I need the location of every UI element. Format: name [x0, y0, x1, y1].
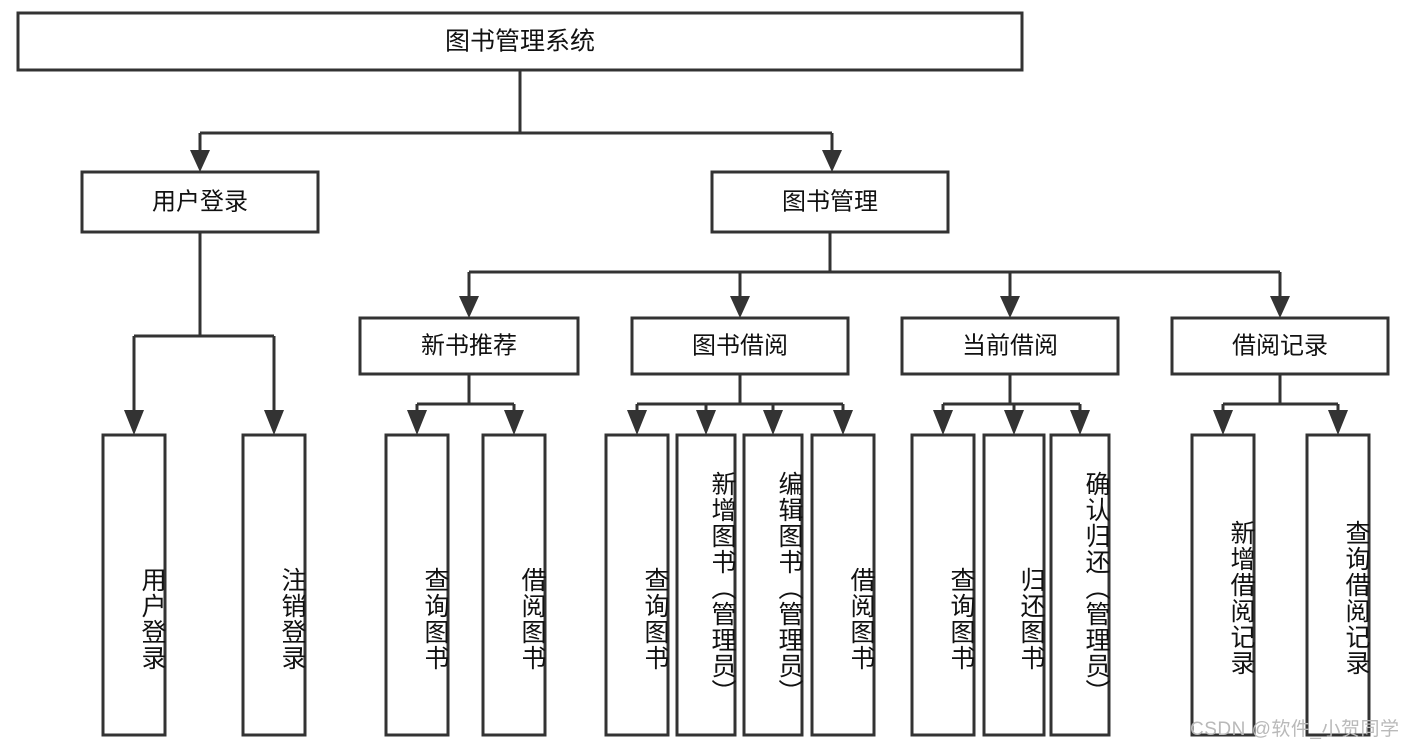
leaf-return-book-box[interactable]: [982, 433, 1046, 737]
arrow-to-book-borrow: [730, 296, 750, 318]
arrow-to-leaf-return-book: [1004, 410, 1024, 435]
node-borrow-record-label: 借阅记录: [1232, 332, 1328, 359]
connector-borrowrecord-spine: [1221, 374, 1340, 415]
connector-bookborrow-spine: [635, 374, 845, 415]
arrow-to-book-manage: [822, 150, 842, 172]
leaf-borrow-book-2-box[interactable]: [810, 433, 876, 737]
leaf-query-record-box[interactable]: [1305, 433, 1371, 737]
connector-root-spine: [198, 70, 834, 155]
node-root-box[interactable]: [16, 11, 1024, 72]
node-root-label: 图书管理系统: [445, 28, 595, 56]
leaf-box-layer: [101, 433, 1371, 737]
leaf-user-login-box[interactable]: [101, 433, 167, 737]
node-user-login[interactable]: 用户登录: [80, 170, 320, 234]
connector-userlogin-spine: [132, 232, 276, 415]
node-user-login-label: 用户登录: [152, 188, 248, 215]
leaf-confirm-return-box[interactable]: [1049, 433, 1111, 737]
node-new-book-rec-label: 新书推荐: [421, 332, 517, 359]
node-book-borrow-label: 图书借阅: [692, 332, 788, 359]
leaf-add-record-box[interactable]: [1190, 433, 1256, 737]
leaf-query-book-1-box[interactable]: [384, 433, 450, 737]
csdn-watermark: CSDN @软件_小贺同学: [1190, 719, 1400, 740]
node-book-manage-box[interactable]: [710, 170, 950, 234]
node-new-book-rec[interactable]: 新书推荐: [358, 316, 580, 376]
node-borrow-record[interactable]: 借阅记录: [1170, 316, 1390, 376]
arrow-to-leaf-add-record: [1213, 410, 1233, 435]
arrow-to-leaf-query-book-2: [627, 410, 647, 435]
node-book-manage-label: 图书管理: [782, 188, 878, 215]
arrow-to-leaf-confirm-return: [1070, 410, 1090, 435]
arrow-to-leaf-query-record: [1328, 410, 1348, 435]
connector-bookmanage-spine: [467, 232, 1282, 300]
arrow-to-new-book-rec: [459, 296, 479, 318]
arrow-to-leaf-borrow-book-1: [504, 410, 524, 435]
arrow-to-leaf-borrow-book-2: [833, 410, 853, 435]
arrow-to-leaf-query-book-1: [407, 410, 427, 435]
leaf-query-book-3-box[interactable]: [910, 433, 976, 737]
node-current-borrow-label: 当前借阅: [962, 332, 1058, 359]
leaf-borrow-book-1-box[interactable]: [481, 433, 547, 737]
node-new-book-rec-box[interactable]: [358, 316, 580, 376]
leaf-user-logout-box[interactable]: [241, 433, 307, 737]
arrow-to-leaf-user-login: [124, 410, 144, 435]
arrow-to-leaf-user-logout: [264, 410, 284, 435]
node-book-borrow[interactable]: 图书借阅: [630, 316, 850, 376]
node-book-borrow-box[interactable]: [630, 316, 850, 376]
node-borrow-record-box[interactable]: [1170, 316, 1390, 376]
node-current-borrow[interactable]: 当前借阅: [900, 316, 1120, 376]
arrow-to-leaf-add-book: [696, 410, 716, 435]
node-root[interactable]: 图书管理系统: [16, 11, 1024, 72]
arrow-to-leaf-query-book-3: [933, 410, 953, 435]
node-book-manage[interactable]: 图书管理: [710, 170, 950, 234]
arrow-to-leaf-edit-book: [763, 410, 783, 435]
connector-newbook-spine: [415, 374, 516, 415]
arrow-to-user-login: [190, 150, 210, 172]
arrow-to-current-borrow: [1000, 296, 1020, 318]
connector-currentborrow-spine: [941, 374, 1082, 415]
node-user-login-box[interactable]: [80, 170, 320, 234]
leaf-query-book-2-box[interactable]: [604, 433, 670, 737]
node-current-borrow-box[interactable]: [900, 316, 1120, 376]
arrow-to-borrow-record: [1270, 296, 1290, 318]
leaf-edit-book-box[interactable]: [742, 433, 804, 737]
connector-layer: [124, 70, 1348, 435]
leaf-add-book-box[interactable]: [675, 433, 737, 737]
